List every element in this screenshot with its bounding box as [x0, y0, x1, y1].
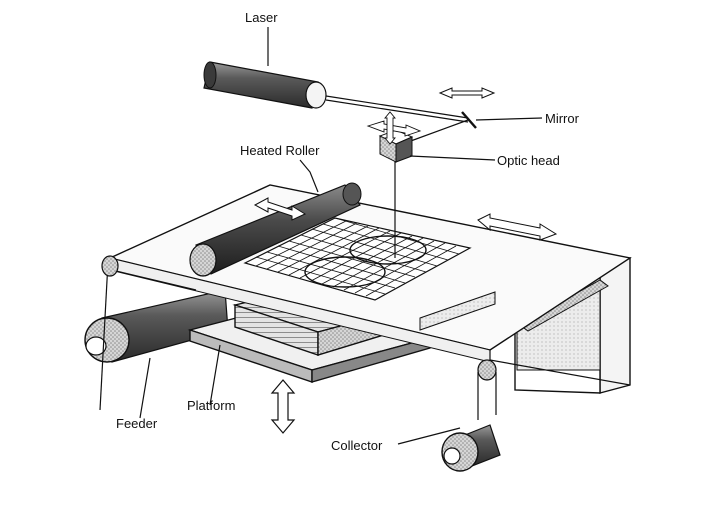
mirror — [461, 111, 477, 129]
mirror-motion-arrow — [438, 87, 496, 99]
label-feeder: Feeder — [116, 416, 158, 431]
laser — [203, 61, 327, 109]
feeder-roll — [84, 289, 229, 363]
leader-lines — [139, 27, 543, 445]
platform-motion-arrow — [270, 379, 296, 434]
label-optic-head: Optic head — [497, 153, 560, 168]
label-collector: Collector — [331, 438, 383, 453]
collector-roll — [441, 424, 501, 472]
label-laser: Laser — [245, 10, 278, 25]
labels: Laser Mirror Optic head Heated Roller Pl… — [116, 10, 580, 453]
heated-roller — [189, 182, 362, 277]
cutting-grid — [243, 217, 472, 301]
label-mirror: Mirror — [545, 111, 580, 126]
label-heated-roller: Heated Roller — [240, 143, 320, 158]
laser-beam — [325, 95, 469, 258]
optic-head — [366, 111, 422, 163]
roller-motion-arrow — [253, 197, 307, 221]
sheet-motion-arrow — [477, 213, 558, 241]
label-platform: Platform — [187, 398, 235, 413]
